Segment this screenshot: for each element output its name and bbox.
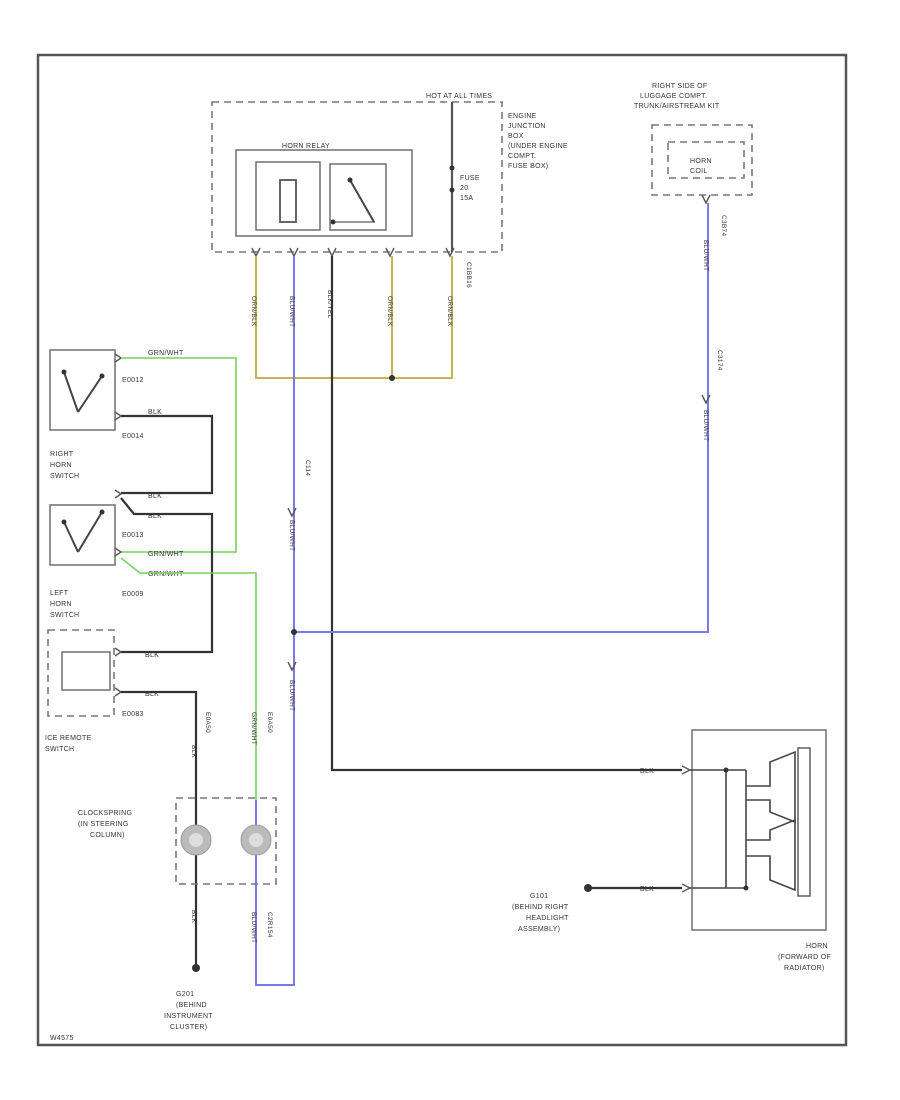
ground-right-2: (BEHIND RIGHT [512, 904, 569, 911]
engine-junction-box: HOT AT ALL TIMES ENGINE JUNCTION BOX (UN… [211, 93, 568, 288]
ground-g201-symbol [192, 964, 200, 972]
junction-box-label-6: FUSE BOX) [508, 163, 548, 170]
ground-right-3: HEADLIGHT [526, 915, 569, 922]
wire-right-switch-green [121, 357, 237, 553]
coil-location-1: RIGHT SIDE OF [652, 83, 708, 90]
left-horn-switch: LEFT HORN SWITCH BLK BLK E0013 GRN/WHT G… [49, 489, 184, 619]
wire-label-relay-pin1: ORN/BLK [250, 296, 257, 327]
connector-e0009: E0009 [122, 591, 144, 598]
right-horn-switch: RIGHT HORN SWITCH GRN/WHT E0012 BLK E001… [49, 349, 184, 480]
diagram-id: W4575 [50, 1035, 74, 1042]
right-switch-green-label: GRN/WHT [148, 350, 184, 357]
wire-label-blue-upper: BLU/WHT [288, 520, 295, 551]
right-switch-label-2: HORN [50, 462, 72, 469]
horn-relay [235, 149, 413, 237]
clockspring: CLOCKSPRING (IN STEERING COLUMN) [78, 797, 277, 885]
connector-e0a50-left: E0A50 [204, 712, 211, 733]
clockspring-label-2: (IN STEERING [78, 821, 129, 828]
wire-label-clock-left-lower: BLK [190, 910, 197, 924]
left-switch-green-label-1: GRN/WHT [148, 551, 184, 558]
wire-relay-pin2-blue [255, 256, 295, 986]
ground-g101-symbol [584, 884, 592, 892]
connector-e0014: E0014 [122, 433, 144, 440]
left-switch-blk-label-1: BLK [148, 493, 162, 500]
wire-relay-pin1 [255, 256, 453, 379]
left-switch-label-2: HORN [50, 601, 72, 608]
connector-e0012: E0012 [122, 377, 144, 384]
ground-bottom-4: CLUSTER) [170, 1024, 207, 1031]
wire-label-relay-pin3: BLK/YEL [326, 290, 333, 319]
fuse-label-2: 20 [460, 185, 468, 192]
ground-bottom-3: INSTRUMENT [164, 1013, 213, 1020]
ice-remote-switch: ICE REMOTE SWITCH BLK BLK E0083 [45, 629, 159, 753]
connector-e0083: E0083 [122, 711, 144, 718]
diagram-frame [36, 53, 848, 1047]
junction-box-label-2: JUNCTION [508, 123, 546, 130]
horn-relay-label: HORN RELAY [282, 143, 330, 150]
connector-c2r154: C2R154 [266, 912, 273, 938]
clockspring-label-1: CLOCKSPRING [78, 810, 132, 817]
ground-bottom-1: G201 [176, 991, 194, 998]
ice-switch-label-2: SWITCH [45, 746, 74, 753]
wire-label-relay-pin5: ORN/BLK [446, 296, 453, 327]
junction-box-label-3: BOX [508, 133, 524, 140]
connector-e0013: E0013 [122, 532, 144, 539]
left-switch-blk-label-2: BLK [148, 513, 162, 520]
wire-left-switch-black [120, 497, 214, 654]
junction-box-label-4: (UNDER ENGINE [508, 143, 568, 150]
left-switch-green-label-2: GRN/WHT [148, 571, 184, 578]
wire-label-blue-lower: BLU/WHT [250, 912, 257, 943]
left-switch-label-1: LEFT [50, 590, 69, 597]
power-label: HOT AT ALL TIMES [426, 93, 492, 100]
connector-c3174: C3174 [716, 350, 723, 371]
ground-bottom-2: (BEHIND [176, 1002, 207, 1009]
connector-c1bb16: C1BB16 [465, 262, 472, 288]
wire-label-blue-mid: BLU/WHT [288, 680, 295, 711]
horn-label-2: (FORWARD OF [778, 954, 831, 961]
ice-blk-label-2: BLK [145, 691, 159, 698]
fuse-label-1: FUSE [460, 175, 480, 182]
ground-right-4: ASSEMBLY) [518, 926, 560, 933]
connector-c3b74: C3B74 [720, 215, 727, 236]
wire-left-switch-green [120, 557, 257, 800]
ice-blk-label-1: BLK [145, 652, 159, 659]
horn: BLK BLK HORN (FORWARD OF RADIATOR) [640, 729, 831, 972]
connector-c114: C114 [304, 460, 311, 476]
right-switch-label-1: RIGHT [50, 451, 74, 458]
wire-label-relay-pin2: BLU/WHT [288, 296, 295, 327]
wire-label-vert-green: GRN/WHT [250, 712, 257, 745]
coil-inner-1: HORN [690, 158, 712, 165]
wire-label-coil-top: BLU/WHT [702, 240, 709, 271]
right-switch-blk-label: BLK [148, 409, 162, 416]
wire-ice-black [121, 690, 198, 968]
fuse-label-3: 15A [460, 195, 473, 202]
horn-label-3: RADIATOR) [784, 965, 825, 972]
wire-coil-blue [294, 203, 709, 633]
wire-label-clock-left-upper: BLK [190, 745, 197, 759]
left-switch-label-3: SWITCH [50, 612, 79, 619]
horn-coil-area: RIGHT SIDE OF LUGGAGE COMPT. TRUNK/AIRST… [634, 83, 753, 236]
horn-blk-upper-label: BLK [640, 768, 654, 775]
right-switch-label-3: SWITCH [50, 473, 79, 480]
clockspring-label-3: COLUMN) [90, 832, 125, 839]
ground-right-1: G101 [530, 893, 548, 900]
wire-right-switch-black [121, 414, 214, 495]
wire-label-coil-mid: BLU/WHT [702, 410, 709, 441]
coil-inner-2: COIL [690, 168, 708, 175]
junction-box-label-5: COMPT. [508, 153, 536, 160]
connector-e0a50-right: E0A50 [266, 712, 273, 733]
horn-blk-lower-label: BLK [640, 886, 654, 893]
ground-g201: G201 (BEHIND INSTRUMENT CLUSTER) [164, 991, 213, 1031]
ice-switch-label-1: ICE REMOTE [45, 735, 92, 742]
wire-relay-pin3-black [330, 256, 682, 772]
coil-location-3: TRUNK/AIRSTREAM KIT [634, 103, 720, 110]
ground-g101: G101 (BEHIND RIGHT HEADLIGHT ASSEMBLY) [512, 893, 569, 933]
wire-label-relay-pin4: ORN/BLK [386, 296, 393, 327]
coil-location-2: LUGGAGE COMPT. [640, 93, 707, 100]
junction-box-label-1: ENGINE [508, 113, 537, 120]
horn-label-1: HORN [806, 943, 828, 950]
